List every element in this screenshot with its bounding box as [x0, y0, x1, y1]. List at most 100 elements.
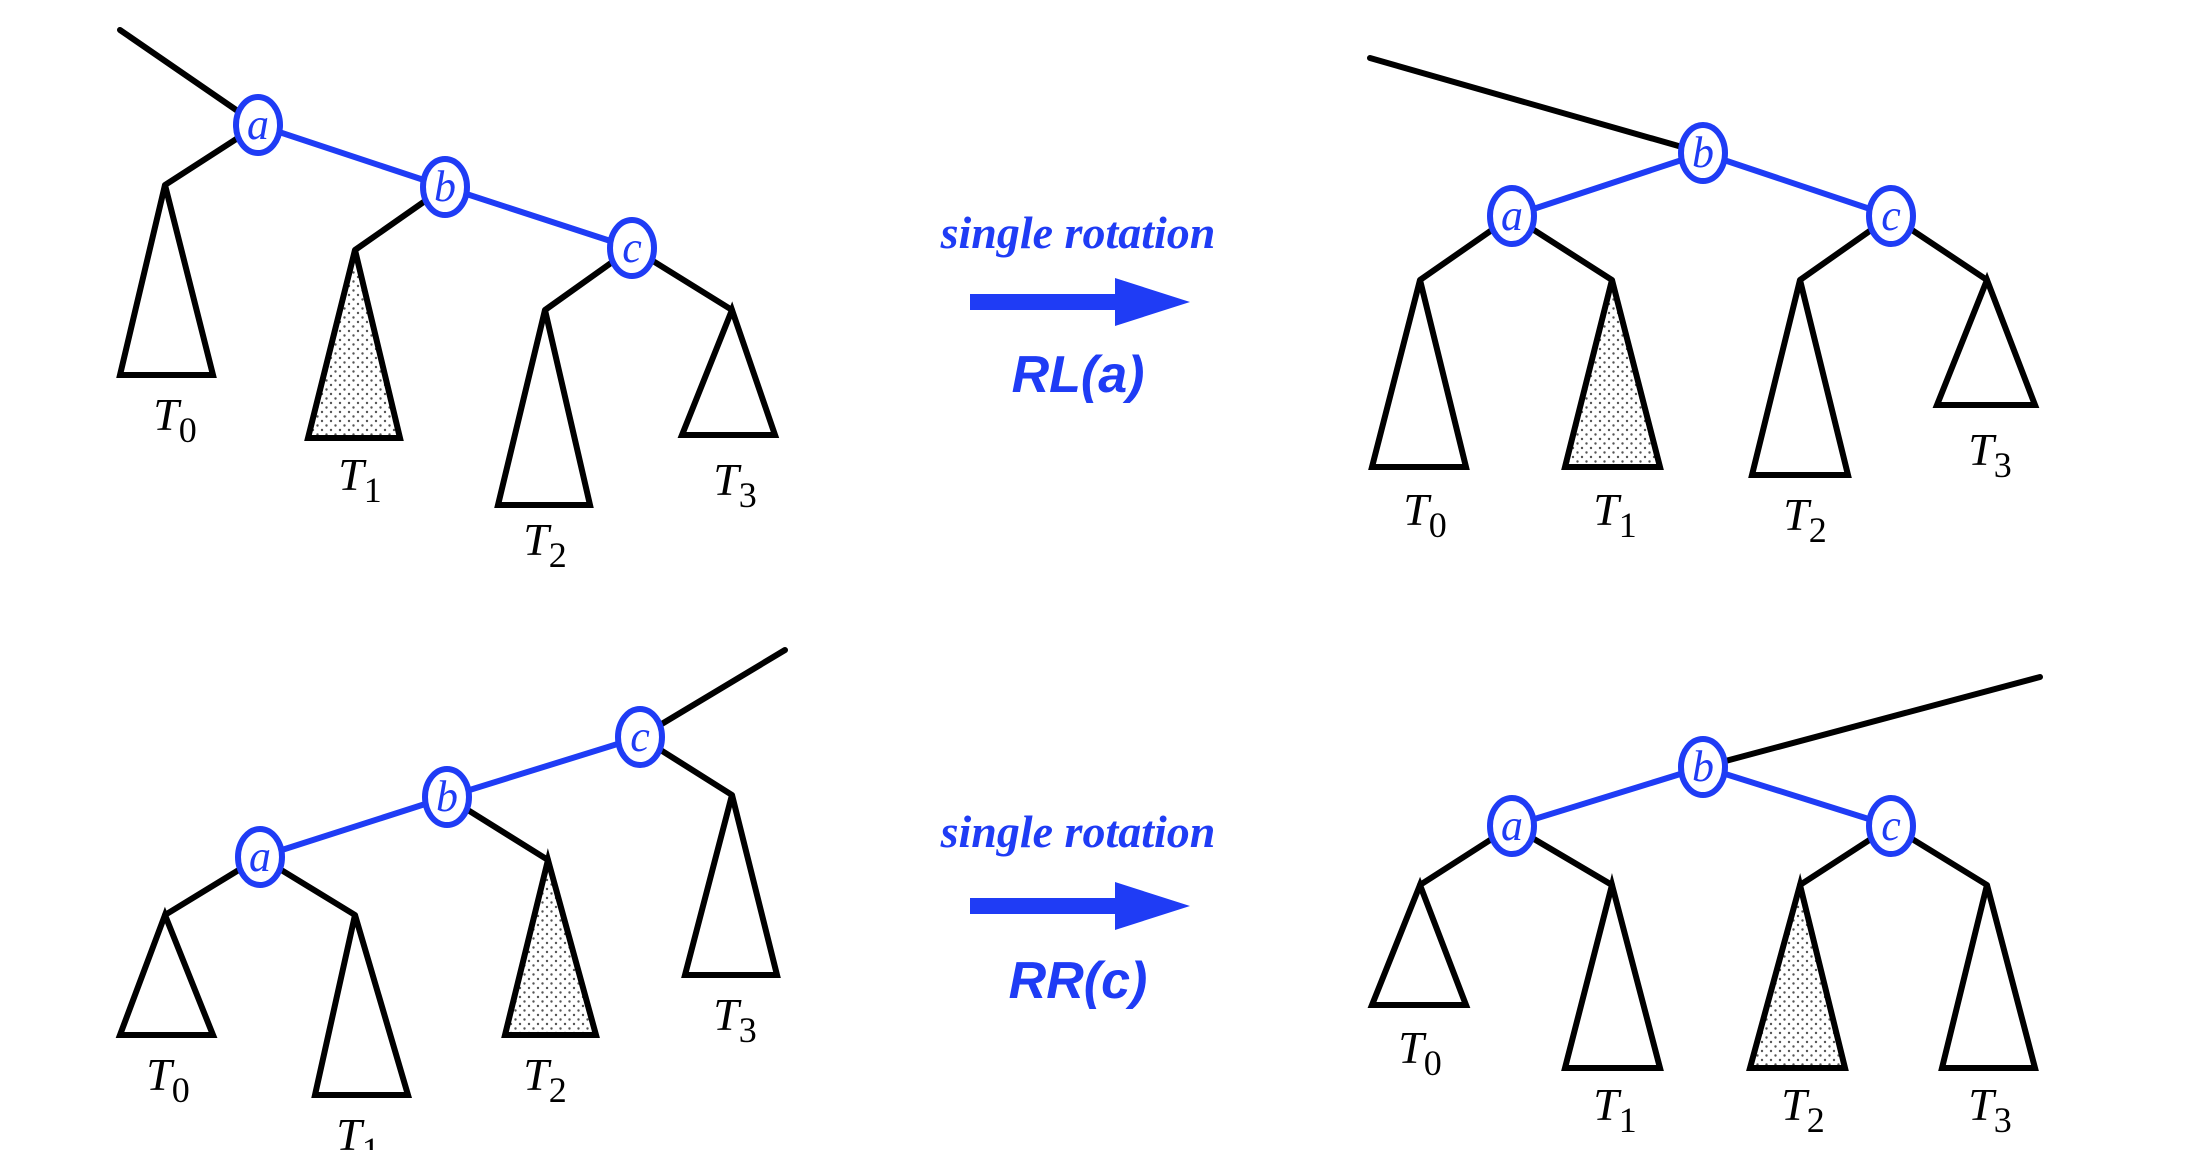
rotation-2-after-path-edge	[1700, 764, 1894, 829]
subtree-label-subscript: 3	[739, 1010, 757, 1050]
subtree-label: T1	[338, 449, 382, 510]
subtree-label-name: T	[713, 454, 742, 505]
rotation-2-after-subtree-t0: T0	[1367, 876, 1471, 1083]
rotation-1-after-path-edge	[1700, 150, 1894, 219]
node-label: b	[1692, 128, 1714, 177]
subtree-label-subscript: 2	[1809, 510, 1827, 550]
subtree-label-name: T	[523, 1049, 552, 1100]
node-label: b	[1692, 742, 1714, 791]
subtree-label-name: T	[713, 989, 742, 1040]
node-circle	[233, 94, 283, 156]
subtree-label: T2	[523, 514, 567, 575]
subtree-label-name: T	[338, 449, 367, 500]
rotation-1-before-path-edge	[442, 184, 635, 251]
subtree-label-subscript: 3	[1994, 445, 2012, 485]
node-circle	[1678, 736, 1728, 798]
subtree-label-name: T	[1398, 1022, 1427, 1073]
subtree-label: T2	[1781, 1079, 1825, 1140]
rotation-1-before-subtree-t3: T3	[677, 301, 780, 515]
rotation-1-after-node-b: b	[1678, 122, 1728, 184]
operation-name: RL(a)	[1012, 346, 1145, 404]
subtree-label-subscript: 2	[549, 535, 567, 575]
subtree-label-subscript: 3	[739, 475, 757, 515]
subtree-triangle	[1938, 884, 2039, 1071]
rotation-1-before-node-b: b	[420, 156, 470, 218]
operation-name: RR(c)	[1009, 952, 1148, 1010]
arrow-shaft	[970, 294, 1120, 310]
subtree-label-subscript: 0	[172, 1070, 190, 1110]
subtree-label: T3	[1968, 424, 2012, 485]
rotation-2-before-subtree-t1: T1	[311, 914, 413, 1150]
rotation-2-after-path-edge	[1509, 764, 1706, 829]
subtree-label-subscript: 3	[1994, 1100, 2012, 1140]
subtree-label: T1	[1593, 1079, 1637, 1140]
rotation-1-after-node-a: a	[1487, 185, 1537, 247]
subtree-label-subscript: 2	[549, 1070, 567, 1110]
rotation-2-after-node-c: c	[1866, 795, 1916, 857]
rotation-1-before-subtree-t2: T2	[494, 309, 594, 575]
rotation-2-before-subtree-t3: T3	[681, 794, 781, 1050]
subtree-label: T2	[523, 1049, 567, 1110]
subtree-label-name: T	[146, 1049, 175, 1100]
rotation-2-before-parent-edge	[637, 647, 788, 740]
node-label: c	[1881, 801, 1901, 850]
subtree-label: T3	[713, 989, 757, 1050]
rotation-1-before-path-edge	[255, 122, 448, 190]
subtree-label-name: T	[1781, 1079, 1810, 1130]
rotation-1-before-subtree-t1: T1	[304, 249, 404, 510]
subtree-label-name: T	[1593, 484, 1622, 535]
subtree-label-name: T	[1783, 489, 1812, 540]
subtree-triangle	[677, 301, 780, 438]
rotation-2-before-path-edge	[444, 734, 643, 800]
subtree-label: T0	[1403, 484, 1447, 545]
node-circle	[1678, 122, 1728, 184]
rotation-1-after-subtree-t1: T1	[1561, 279, 1664, 545]
node-label: b	[436, 772, 458, 821]
node-label: c	[1881, 191, 1901, 240]
rotation-1-after-subtree-t0: T0	[1368, 279, 1470, 545]
rotation-2-after-subtree-t3: T3	[1938, 884, 2039, 1140]
node-label: c	[630, 712, 650, 761]
operation-title: single rotation	[940, 806, 1216, 857]
node-circle	[1866, 795, 1916, 857]
rotation-1-after-path-edge	[1509, 150, 1706, 219]
rotation-1-after-subtree-t2: T2	[1748, 279, 1852, 550]
subtree-label-name: T	[1968, 424, 1997, 475]
node-circle	[422, 766, 472, 828]
subtree-triangle	[1746, 873, 1849, 1071]
node-circle	[1487, 185, 1537, 247]
rotation-1-before-subtree-t0: T0	[116, 184, 217, 450]
rotation-1-before-node-a: a	[233, 94, 283, 156]
subtree-triangle	[311, 914, 413, 1098]
subtree-triangle	[501, 848, 600, 1038]
node-label: a	[247, 100, 269, 149]
rotation-2-before-node-a: a	[235, 826, 285, 888]
rotation-1-before-node-c: c	[607, 217, 657, 279]
subtree-label-subscript: 1	[362, 1130, 380, 1150]
subtree-triangle	[681, 794, 781, 978]
subtree-triangle	[304, 249, 404, 441]
subtree-label-subscript: 0	[1424, 1043, 1442, 1083]
rotation-2-after-subtree-t2: T2	[1746, 873, 1849, 1140]
rotation-2-before-subtree-t2: T2	[501, 848, 600, 1110]
subtree-label: T1	[1593, 484, 1637, 545]
arrow-head-icon	[1115, 882, 1190, 930]
rotation-1-after-parent-edge	[1367, 55, 1706, 156]
subtree-label: T3	[713, 454, 757, 515]
subtree-label: T0	[153, 389, 197, 450]
rotation-2-before-subtree-t0: T0	[115, 906, 218, 1110]
subtree-triangle	[115, 906, 218, 1038]
rotation-1-before-parent-edge	[117, 27, 261, 128]
subtree-triangle	[1561, 873, 1664, 1071]
node-circle	[607, 217, 657, 279]
rotation-1-after-subtree-t3: T3	[1932, 271, 2040, 485]
rotation-2-after-node-a: a	[1487, 795, 1537, 857]
rotation-2-after-subtree-t1: T1	[1561, 873, 1664, 1140]
subtree-triangle	[1932, 271, 2040, 408]
subtree-label: T2	[1783, 489, 1827, 550]
subtree-label-subscript: 0	[179, 410, 197, 450]
node-label: c	[622, 223, 642, 272]
